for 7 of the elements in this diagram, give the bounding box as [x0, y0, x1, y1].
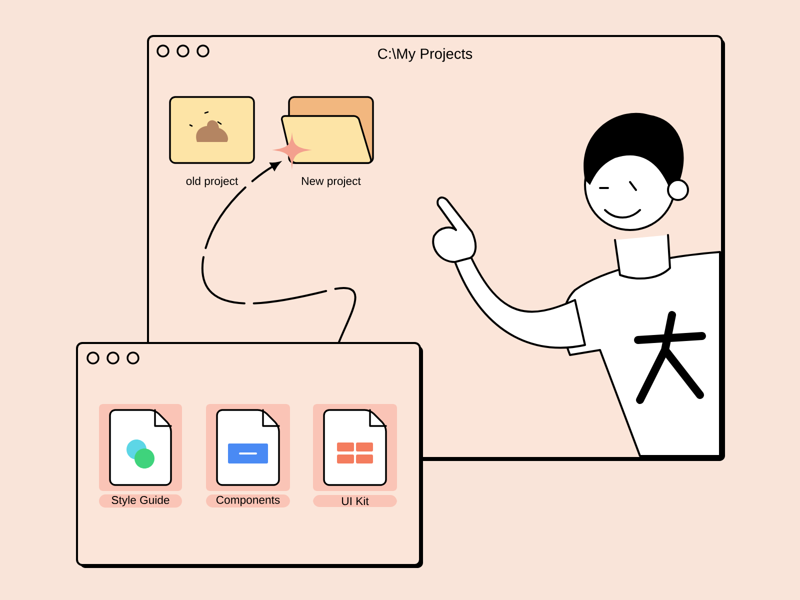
- arrow: [202, 162, 356, 343]
- file-tile: Style Guide: [99, 404, 182, 508]
- node-label: UI Kit: [342, 496, 369, 506]
- node-label: Style Guide: [112, 496, 170, 506]
- node-label: Components: [216, 496, 280, 506]
- file-tile: Components: [206, 404, 290, 508]
- file-tile: UI Kit: [313, 404, 397, 507]
